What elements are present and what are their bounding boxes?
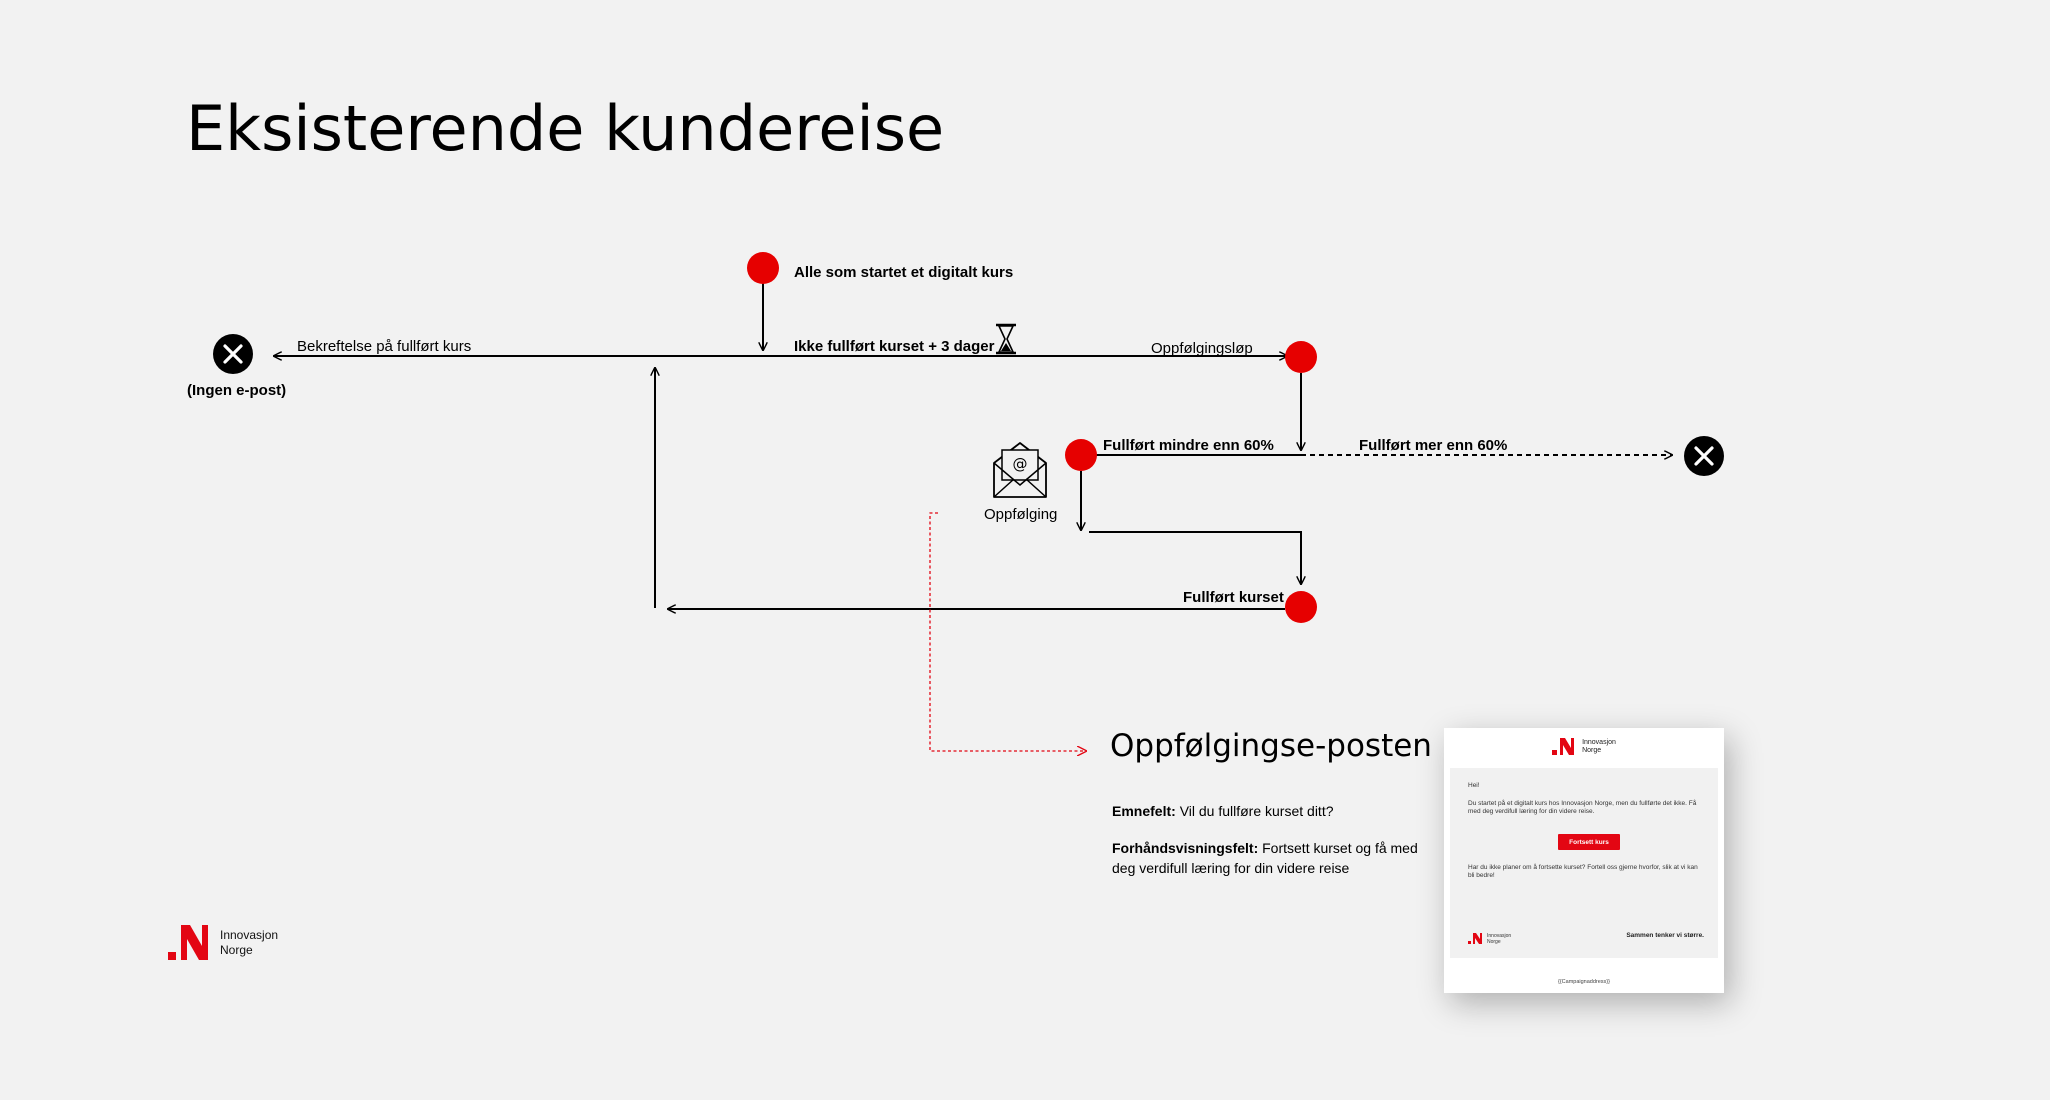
email-logo-line2: Norge [1582, 747, 1602, 754]
completed-course-label: Fullført kurset [1183, 589, 1284, 606]
innovasjon-norge-logo [1552, 738, 1575, 755]
hourglass-icon [996, 323, 1016, 355]
brand-logo-line2: Norge [220, 943, 253, 957]
email-logo-text: Innovasjon Norge [1582, 739, 1616, 755]
confirmation-label: Bekreftelse på fullført kurs [297, 338, 471, 355]
no-email-label: (Ingen e-post) [187, 382, 286, 399]
completed-more-label: Fullført mer enn 60% [1359, 437, 1507, 454]
completed-course-node [1285, 591, 1317, 623]
preview-field: Forhåndsvisningsfelt: Fortsett kurset og… [1112, 838, 1432, 878]
innovasjon-norge-logo [168, 925, 208, 960]
subject-field: Emnefelt: Vil du fullføre kurset ditt? [1112, 801, 1432, 821]
email-paragraph-1: Du startet på et digitalt kurs hos Innov… [1468, 800, 1697, 815]
email-greeting: Hei! [1468, 782, 1480, 789]
email-icon: @ [993, 442, 1047, 498]
completed-less-label: Fullført mindre enn 60% [1103, 437, 1274, 454]
red-dotted-connector [929, 512, 1086, 751]
email-preview: Innovasjon Norge Hei! Du startet på et d… [1444, 728, 1724, 993]
page-title: Eksisterende kundereise [186, 92, 945, 165]
subject-key: Emnefelt: [1112, 803, 1176, 819]
email-body: Hei! Du startet på et digitalt kurs hos … [1450, 768, 1718, 958]
brand-logo-line1: Innovasjon [220, 928, 279, 942]
email-paragraph-2: Har du ikke planer om å fortsette kurset… [1468, 864, 1698, 879]
not-completed-label: Ikke fullført kurset + 3 dager [794, 338, 995, 355]
continue-course-button[interactable]: Fortsett kurs [1558, 834, 1620, 850]
email-footer: {{Campaignaddress}} [1558, 979, 1610, 985]
start-node [747, 252, 779, 284]
svg-text:@: @ [1013, 455, 1028, 473]
close-icon [1684, 436, 1724, 476]
completed-less-node [1065, 439, 1097, 471]
followup-label: Oppfølging [984, 506, 1057, 523]
email-logo-line1: Innovasjon [1582, 739, 1616, 746]
email-sign-off: Sammen tenker vi større. [1626, 932, 1704, 939]
followup-post-title: Oppfølgingse-posten [1110, 728, 1432, 764]
followup-flow-node [1285, 341, 1317, 373]
email-footer-logo-line2: Norge [1487, 939, 1501, 945]
email-footer-logo: Innovasjon Norge [1468, 932, 1511, 946]
close-icon [213, 334, 253, 374]
brand-logo-text: Innovasjon Norge [220, 928, 278, 958]
subject-value: Vil du fullføre kurset ditt? [1179, 803, 1334, 819]
preview-value: Fortsett kurset og få med deg verdifull … [1112, 840, 1418, 876]
brand-logo: Innovasjon Norge [168, 922, 278, 964]
email-footer-logo-line1: Innovasjon [1487, 933, 1512, 939]
followup-flow-label: Oppfølgingsløp [1151, 340, 1253, 357]
innovasjon-norge-logo [1468, 933, 1482, 944]
start-label: Alle som startet et digitalt kurs [794, 264, 1013, 281]
elbow-to-completed [1089, 531, 1301, 584]
preview-key: Forhåndsvisningsfelt: [1112, 840, 1259, 856]
email-header: Innovasjon Norge [1444, 728, 1724, 766]
